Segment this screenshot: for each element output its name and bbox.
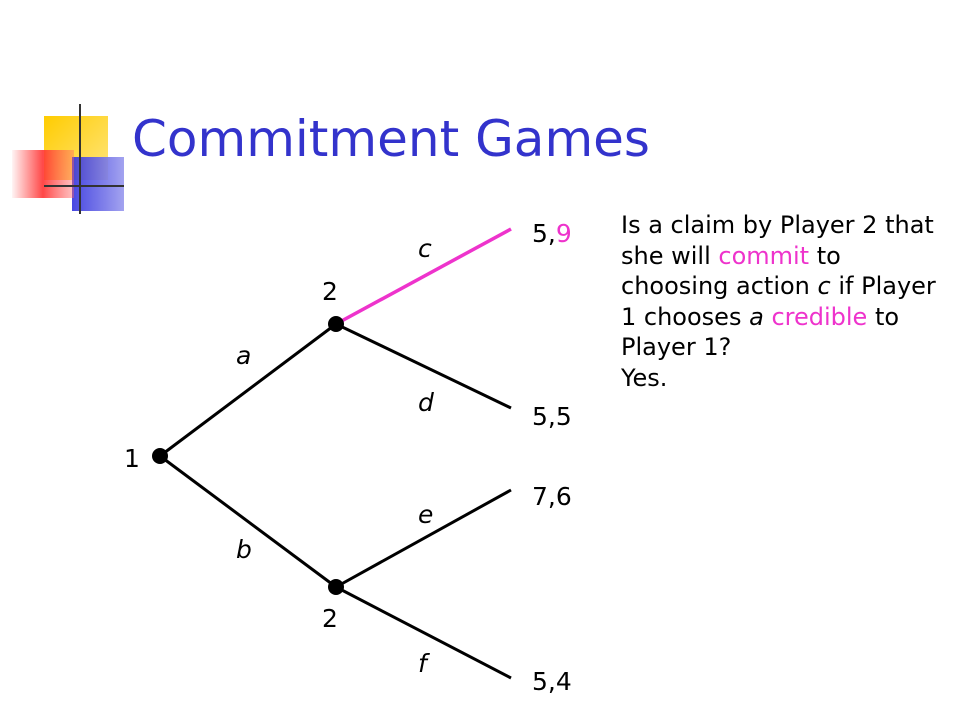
payoff-c: 5,9: [532, 219, 572, 248]
label-action-a: a: [236, 341, 251, 370]
deco-red-square: [12, 150, 74, 198]
label-action-e: e: [418, 500, 433, 529]
slide-title: Commitment Games: [132, 110, 650, 168]
question-text: Is a claim by Player 2 that she will com…: [621, 210, 951, 393]
question-action-c: c: [817, 272, 831, 300]
label-player-2-upper: 2: [322, 277, 338, 306]
edge-b: [159, 454, 337, 589]
node-root: [152, 448, 168, 464]
payoff-c-player2: 9: [556, 219, 572, 248]
edge-f: [335, 585, 512, 680]
edge-e: [335, 488, 512, 589]
highlight-commit: commit: [718, 241, 810, 270]
question-part-3: if Player 1 chooses: [621, 272, 936, 331]
question-part-2: to choosing action: [621, 241, 841, 301]
payoff-e: 7,6: [532, 482, 572, 511]
edge-a: [159, 322, 337, 458]
label-action-d: d: [418, 388, 434, 417]
payoff-c-separator: ,: [548, 219, 556, 248]
label-player-1: 1: [124, 444, 140, 473]
edge-d: [335, 322, 512, 410]
answer-text: Yes.: [621, 363, 668, 392]
label-action-f: f: [418, 649, 430, 678]
question-action-a: a: [749, 302, 764, 331]
node-player2-lower: [328, 579, 344, 595]
edge-c-highlighted: [335, 227, 512, 326]
payoff-d: 5,5: [532, 402, 572, 431]
payoff-f: 5,4: [532, 667, 572, 696]
node-player2-upper: [328, 316, 344, 332]
label-action-b: b: [236, 535, 252, 564]
payoff-c-player1: 5: [532, 219, 548, 248]
question-part-5: to Player 1?: [621, 302, 900, 362]
question-part-1: Is a claim by Player 2 that she will: [621, 211, 934, 270]
title-decoration: [12, 104, 124, 214]
label-player-2-lower: 2: [322, 604, 338, 633]
label-action-c: c: [418, 234, 432, 263]
highlight-credible: credible: [771, 302, 868, 331]
